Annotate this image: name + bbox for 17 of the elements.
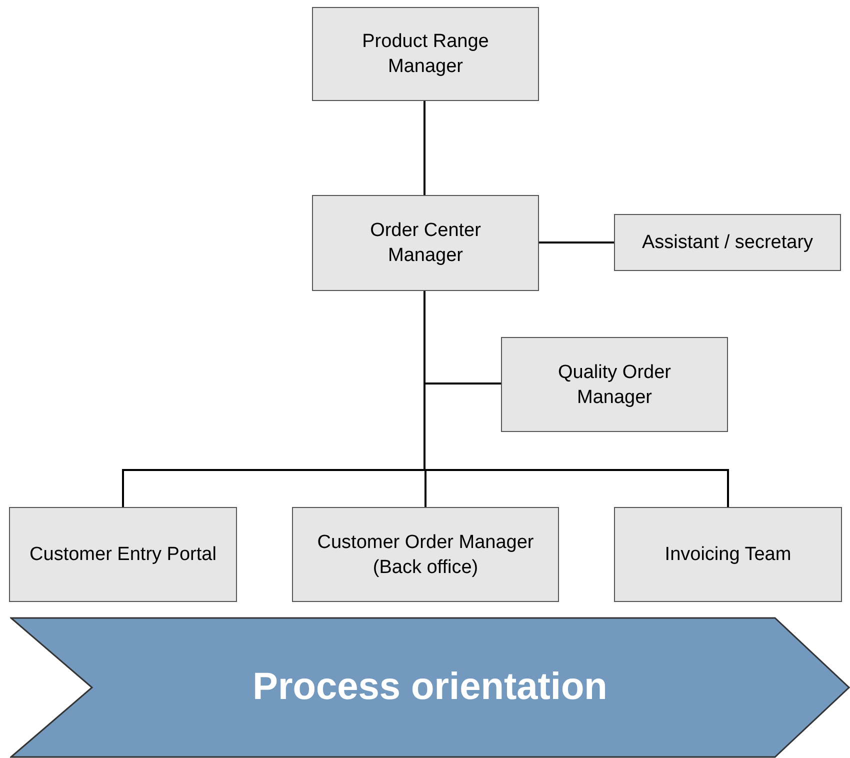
role-title: Product Range Manager bbox=[361, 30, 490, 79]
connector-line bbox=[539, 242, 614, 244]
role-box bbox=[614, 507, 842, 602]
role-box bbox=[9, 507, 237, 602]
role-box bbox=[292, 507, 559, 602]
role-title: Invoicing Team bbox=[664, 543, 792, 567]
band-title: Process orientation bbox=[252, 666, 608, 709]
role-title: Customer Entry Portal bbox=[30, 543, 216, 567]
role-box bbox=[614, 214, 841, 271]
role-box bbox=[501, 337, 728, 432]
role-title: Order Center Manager bbox=[369, 219, 482, 268]
role-box bbox=[312, 195, 539, 291]
role-title: Quality Order Manager bbox=[557, 360, 672, 410]
connector-line bbox=[424, 101, 426, 195]
role-title: Assistant / secretary bbox=[642, 231, 814, 255]
role-box bbox=[312, 7, 539, 101]
role-title: Customer Order Manager (Back office) bbox=[316, 530, 535, 580]
